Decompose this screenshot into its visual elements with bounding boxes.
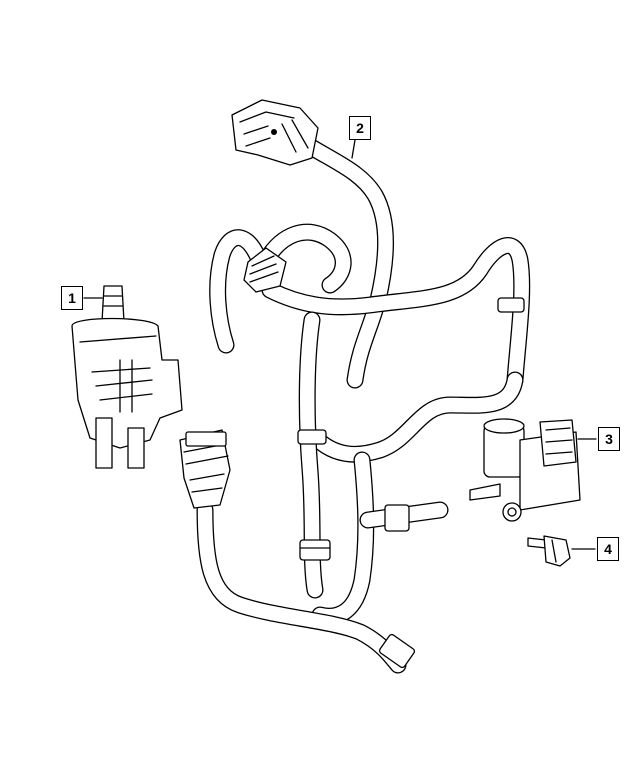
left-quick-connector	[179, 429, 231, 509]
vent-valve	[71, 285, 183, 469]
top-quick-connector	[231, 99, 319, 166]
purge-solenoid	[469, 418, 581, 522]
callout-4: 4	[597, 537, 619, 561]
callout-3: 3	[598, 427, 620, 451]
hose-harness	[196, 131, 531, 674]
callout-1: 1	[61, 286, 83, 310]
mounting-bolt	[527, 535, 571, 567]
hose-clips	[297, 297, 525, 669]
ribbed-coupler	[243, 247, 287, 293]
leader-lines	[83, 139, 597, 550]
callout-2: 2	[349, 116, 371, 140]
